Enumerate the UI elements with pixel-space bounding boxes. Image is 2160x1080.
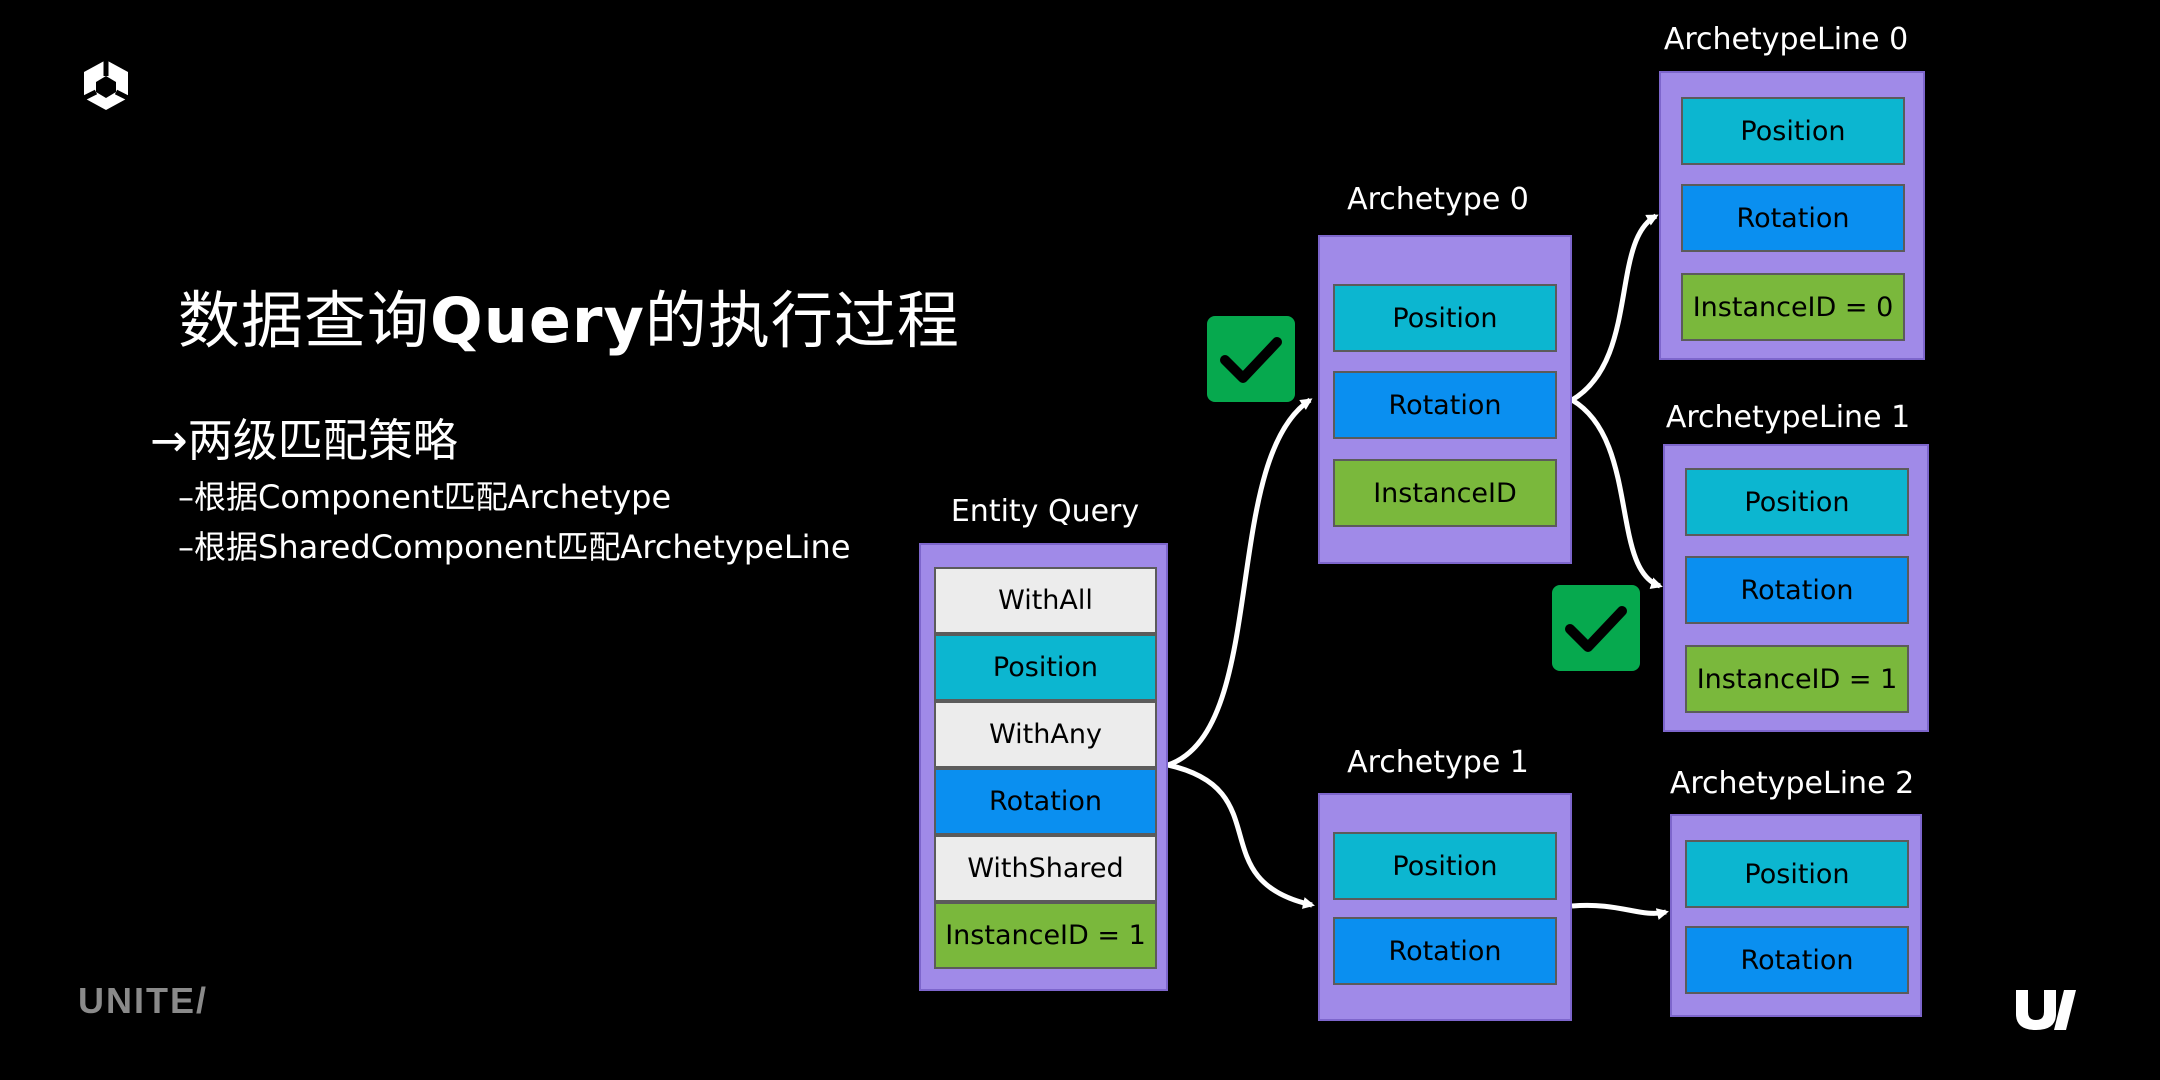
archetype0-instanceid: InstanceID — [1333, 459, 1557, 527]
bullet-sub-2: –根据SharedComponent匹配ArchetypeLine — [178, 528, 851, 566]
unity-logo-icon — [82, 60, 130, 110]
bullet-main: →两级匹配策略 — [150, 414, 458, 467]
arrow-archetype0-to-line0 — [1570, 213, 1659, 403]
archetype0-rotation: Rotation — [1333, 371, 1557, 439]
bullet-sub-1: –根据Component匹配Archetype — [178, 478, 672, 516]
entity-query-label: Entity Query — [950, 494, 1140, 529]
line0-rotation: Rotation — [1681, 184, 1905, 252]
archetype0-panel: Position Rotation InstanceID — [1318, 235, 1572, 564]
line1-rotation: Rotation — [1685, 556, 1909, 624]
arrow-archetype1-to-line2 — [1571, 902, 1669, 920]
arrow-query-to-archetype1 — [1167, 762, 1315, 909]
query-row-withall: WithAll — [934, 567, 1157, 634]
archetype0-position: Position — [1333, 284, 1557, 352]
query-row-withshared: WithShared — [934, 835, 1157, 902]
slide-title: 数据查询Query的执行过程 — [178, 284, 960, 357]
line1-panel: Position Rotation InstanceID = 1 — [1663, 444, 1929, 732]
archetype1-rotation: Rotation — [1333, 917, 1557, 985]
line0-instanceid: InstanceID = 0 — [1681, 273, 1905, 341]
line2-rotation: Rotation — [1685, 926, 1909, 994]
line0-panel: Position Rotation InstanceID = 0 — [1659, 71, 1925, 360]
u-slash-logo-icon — [2016, 990, 2076, 1030]
query-row-withany: WithAny — [934, 701, 1157, 768]
line0-position: Position — [1681, 97, 1905, 165]
archetype0-label: Archetype 0 — [1347, 182, 1529, 217]
query-row-rotation: Rotation — [934, 768, 1157, 835]
line1-position: Position — [1685, 468, 1909, 536]
archetype1-label: Archetype 1 — [1347, 745, 1529, 780]
line0-label: ArchetypeLine 0 — [1663, 22, 1909, 57]
line2-label: ArchetypeLine 2 — [1669, 766, 1915, 801]
check-archetype0-icon — [1207, 316, 1295, 402]
line2-panel: Position Rotation — [1670, 814, 1922, 1017]
check-line1-icon — [1552, 585, 1640, 671]
unite-logo: UNITE/ — [78, 980, 209, 1021]
line2-position: Position — [1685, 840, 1909, 908]
line1-instanceid: InstanceID = 1 — [1685, 645, 1909, 713]
archetype1-panel: Position Rotation — [1318, 793, 1572, 1021]
entity-query-panel: WithAll Position WithAny Rotation WithSh… — [919, 543, 1168, 991]
line1-label: ArchetypeLine 1 — [1665, 400, 1911, 435]
arrow-query-to-archetype0 — [1167, 397, 1313, 768]
archetype1-position: Position — [1333, 832, 1557, 900]
query-row-instanceid: InstanceID = 1 — [934, 902, 1157, 969]
arrow-archetype0-to-line1 — [1570, 397, 1663, 589]
query-row-position: Position — [934, 634, 1157, 701]
